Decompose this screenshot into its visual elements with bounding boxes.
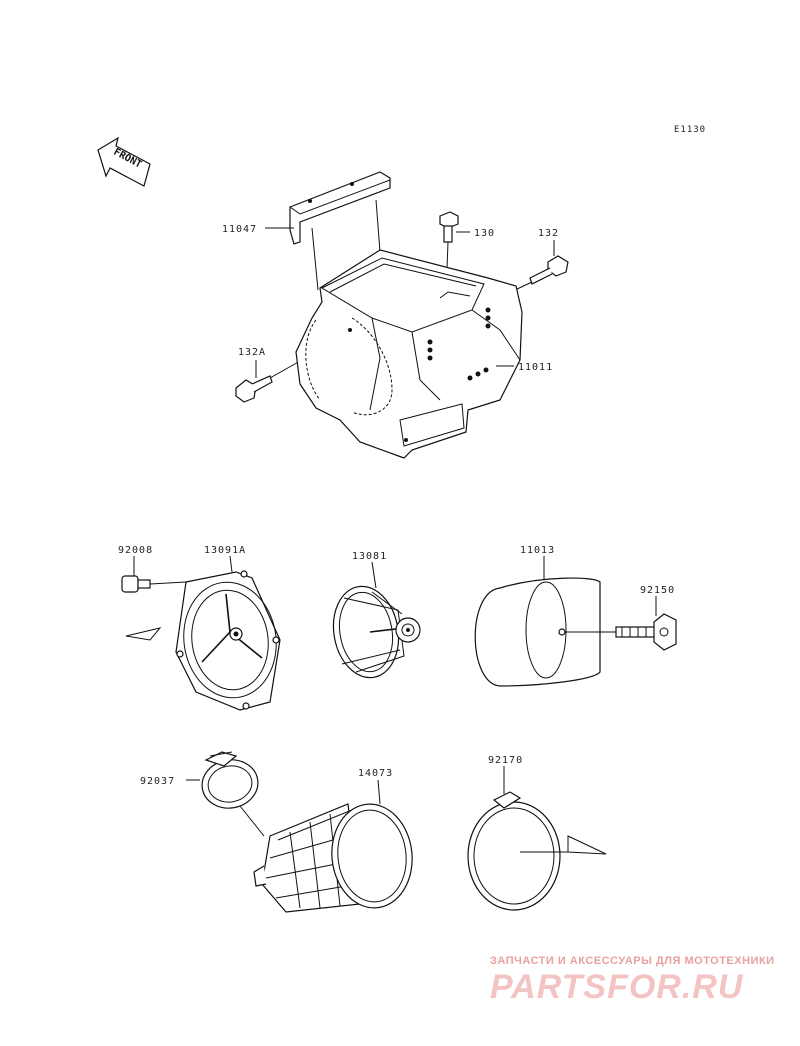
watermark-brand: PARTSFOR.RU <box>490 968 744 1006</box>
leader-14073 <box>377 779 381 805</box>
part-label-92150: 92150 <box>640 585 675 596</box>
clamp-92037 <box>201 751 265 837</box>
air-box-11011 <box>295 249 523 459</box>
watermark-tagline: ЗАПЧАСТИ И АКСЕССУАРЫ ДЛЯ МОТОТЕХНИКИ <box>490 955 775 967</box>
bolt-132a <box>235 333 349 403</box>
part-label-13091a: 13091A <box>204 545 246 556</box>
bolt-132 <box>514 255 569 291</box>
cage-13081 <box>332 585 421 679</box>
wing-bolt-92150 <box>566 613 677 651</box>
leader-13091a <box>229 555 233 573</box>
filter-11013 <box>474 577 601 687</box>
diagram-code: E1130 <box>674 125 706 135</box>
part-label-13081: 13081 <box>352 551 387 562</box>
screw-92008 <box>121 575 187 593</box>
front-arrow-icon: FRONT <box>97 136 151 187</box>
part-label-92008: 92008 <box>118 545 153 556</box>
bracket-11047 <box>289 171 391 291</box>
duct-14073 <box>253 803 413 913</box>
part-label-14073: 14073 <box>358 768 393 779</box>
part-label-130: 130 <box>474 228 495 239</box>
part-label-92037: 92037 <box>140 776 175 787</box>
leader-13081 <box>371 561 377 589</box>
watermark-logo: ЗАПЧАСТИ И АКСЕССУАРЫ ДЛЯ МОТОТЕХНИКИ PA… <box>490 955 775 1006</box>
part-label-11013: 11013 <box>520 545 555 556</box>
part-label-11011: 11011 <box>518 362 553 373</box>
holder-13091a <box>125 570 281 711</box>
clamp-92170 <box>467 791 607 911</box>
part-label-11047: 11047 <box>222 224 257 235</box>
part-label-132: 132 <box>538 228 559 239</box>
part-label-92170: 92170 <box>488 755 523 766</box>
part-label-132a: 132A <box>238 347 266 358</box>
